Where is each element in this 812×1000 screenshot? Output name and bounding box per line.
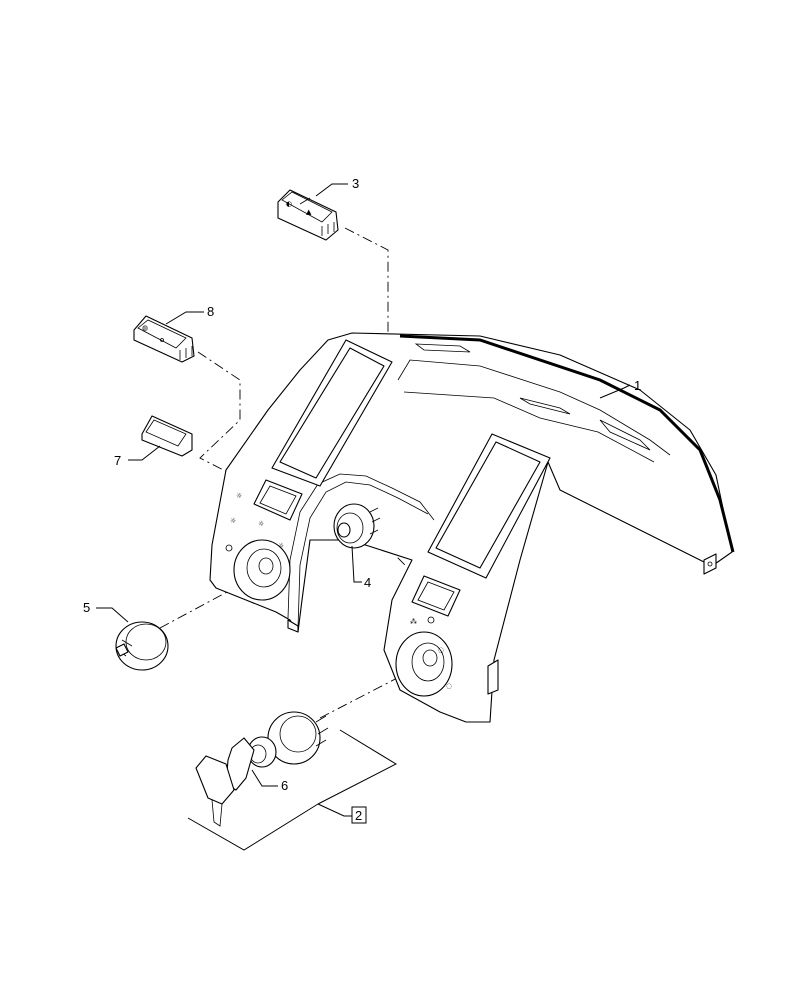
left-indicator-hole — [225, 544, 233, 552]
right-ignition-socket — [395, 631, 453, 697]
light-knob-assembly — [115, 621, 169, 671]
panel-inner-arch-rim — [297, 481, 429, 629]
beam-high-symbol-icon: ☼ — [278, 542, 284, 550]
leader-lines — [96, 183, 631, 817]
left-display-screen — [279, 347, 385, 479]
leader-6 — [251, 769, 278, 787]
right-mounting-hole — [707, 561, 713, 567]
panel-top-brow-lower — [403, 391, 655, 463]
bottom-mounting-tab — [487, 659, 499, 695]
preheat-symbol-icon: ◌ — [438, 646, 444, 654]
callout-1: 1 — [634, 378, 641, 393]
callout-3: 3 — [352, 176, 359, 191]
leader-5 — [96, 607, 129, 623]
left-switch-recess-inner — [259, 485, 297, 515]
start-symbol-icon: ◌ — [446, 682, 452, 690]
right-indicator-hole — [427, 616, 435, 624]
beam-symbol-icon: ☼ — [258, 520, 264, 528]
single-switch-symbol-icon: ◍ — [142, 324, 148, 332]
switch-light-icon: ◐ — [286, 200, 292, 208]
right-ignition-socket-inner — [411, 642, 445, 682]
single-switch-body — [133, 315, 195, 363]
panel-vent-right — [599, 419, 651, 451]
callout-2: 2 — [355, 808, 362, 823]
panel-vent-right-2 — [519, 397, 571, 415]
leader-8 — [165, 311, 204, 325]
left-knob-socket-inner — [246, 548, 282, 588]
hazard-switch-divider — [299, 197, 311, 205]
left-knob-socket-core — [258, 557, 274, 575]
left-switch-recess — [253, 479, 303, 521]
blank-plug-assembly — [141, 415, 193, 457]
callout-2-box — [351, 806, 367, 824]
instrument-panel-housing: ☼ ☼ ☼ ☼ ⁂ ◌ ◌ — [209, 332, 735, 723]
panel-rim-edge — [399, 334, 735, 553]
ignition-key-blade — [211, 799, 223, 827]
right-switch-recess-inner — [417, 581, 455, 611]
callout-labels: 1 3 8 7 4 5 6 2 — [83, 176, 641, 824]
rotary-switch-shaft — [337, 522, 351, 538]
left-mounting-tab — [287, 619, 299, 633]
hazard-switch-terminals — [321, 222, 335, 236]
callout-8: 8 — [207, 304, 214, 319]
blank-plug-body — [141, 415, 193, 457]
panel-inner-arch — [287, 473, 435, 619]
hazard-switch-body — [277, 189, 339, 241]
key-symbol-icon: ⁂ — [410, 618, 417, 626]
right-mounting-tab — [703, 553, 717, 575]
ignition-switch-terminals — [315, 715, 329, 747]
rotary-switch-terminals — [369, 507, 381, 535]
leader-1 — [599, 384, 631, 399]
rotary-switch-assembly — [333, 503, 381, 549]
panel-vent-left — [414, 343, 471, 353]
blank-plug-face — [145, 419, 187, 447]
lamp-symbol-icon: ☼ — [230, 517, 236, 525]
ignition-switch-rear — [279, 715, 317, 753]
single-switch-assembly: ◍ — [133, 315, 195, 363]
centerline-switch-3 — [344, 227, 413, 573]
kit-bracket-lines — [187, 729, 398, 851]
ignition-key-cap — [195, 755, 235, 805]
ignition-switch-assembly — [195, 711, 329, 827]
leader-7 — [128, 445, 161, 461]
callout-4: 4 — [364, 575, 371, 590]
rotary-switch-ring — [336, 512, 364, 544]
callout-7: 7 — [114, 453, 121, 468]
hazard-triangle-icon: ▲ — [306, 208, 312, 216]
kit-bracket — [187, 729, 398, 851]
knob-pointer — [115, 643, 129, 657]
single-switch-indicator — [160, 338, 164, 342]
leader-2 — [317, 803, 352, 817]
single-switch-terminals — [179, 346, 193, 360]
hazard-switch-assembly: ▲ ◐ — [277, 189, 339, 241]
hazard-switch-face — [281, 191, 333, 223]
right-display-screen — [435, 441, 541, 569]
right-ignition-socket-core — [422, 649, 438, 667]
ignition-key-head — [225, 737, 255, 791]
leader-4 — [351, 545, 362, 583]
right-switch-recess — [411, 575, 461, 617]
light-symbol-icon: ☼ — [236, 492, 242, 500]
callout-6: 6 — [281, 778, 288, 793]
leader-3 — [315, 183, 348, 197]
panel-top-brow — [397, 359, 671, 456]
callout-5: 5 — [83, 600, 90, 615]
